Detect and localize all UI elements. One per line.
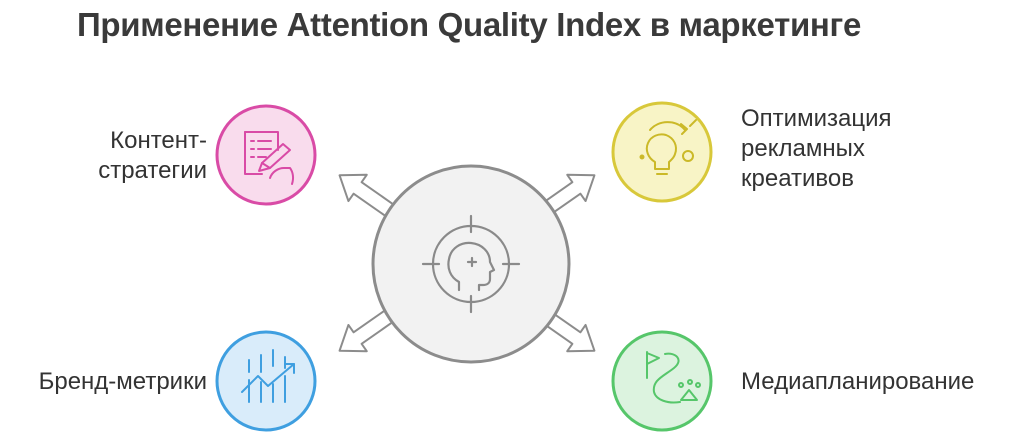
head-target-icon bbox=[421, 214, 521, 314]
label-content-strategies: Контент- стратегии bbox=[98, 126, 207, 186]
node-ad-creatives[interactable] bbox=[611, 101, 713, 203]
label-line: Бренд-метрики bbox=[38, 368, 207, 395]
node-media-planning[interactable] bbox=[611, 330, 713, 432]
label-media-planning: Медиапланирование bbox=[741, 367, 974, 397]
lightbulb-idea-icon bbox=[639, 119, 697, 175]
label-line: рекламных bbox=[741, 135, 865, 162]
page-title: Применение Attention Quality Index в мар… bbox=[77, 6, 862, 43]
label-line: Медиапланирование bbox=[741, 368, 975, 395]
label-line: Контент- bbox=[110, 127, 207, 154]
label-line: Оптимизация bbox=[741, 105, 892, 132]
growth-chart-icon bbox=[241, 349, 295, 403]
arrow-bottom-left bbox=[338, 307, 398, 353]
center-node bbox=[371, 164, 571, 364]
node-content-strategies[interactable] bbox=[215, 104, 317, 206]
arrow-top-left bbox=[338, 173, 398, 219]
route-map-icon bbox=[646, 351, 701, 404]
label-ad-creatives: Оптимизация рекламных креативов bbox=[741, 104, 891, 194]
label-brand-metrics: Бренд-метрики bbox=[39, 367, 207, 397]
document-writing-hand-icon bbox=[244, 131, 295, 185]
label-line: стратегии bbox=[98, 157, 207, 184]
label-line: креативов bbox=[741, 165, 854, 192]
node-brand-metrics[interactable] bbox=[215, 330, 317, 432]
